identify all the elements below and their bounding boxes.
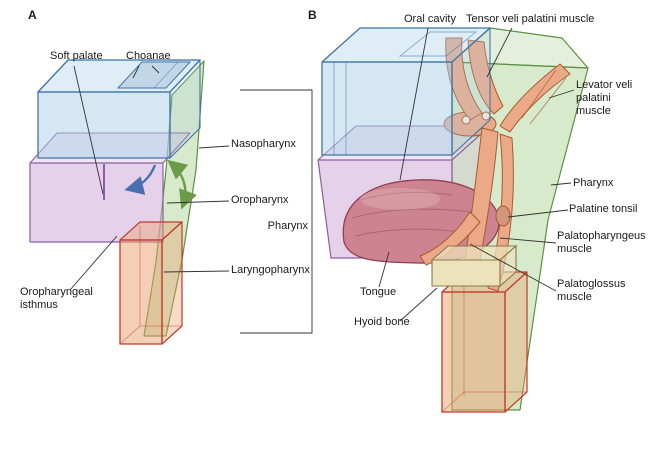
palatine-tonsil-shape	[495, 205, 511, 227]
label-oropharynx: Oropharynx	[231, 194, 289, 206]
tongue-striation-1	[359, 191, 453, 201]
laryngopharynx-bottom-edges	[119, 325, 182, 345]
label-soft-palate: Soft palate	[50, 50, 103, 62]
nasal-box-front	[321, 61, 453, 156]
tongue-striation-2	[351, 208, 473, 219]
palatoglossus-muscle-shape	[419, 211, 481, 266]
tendon-pulley-1	[461, 115, 471, 125]
levator-veli-palatini-muscle-shape	[499, 63, 571, 133]
label-palatopharyngeus: Palatopharyngeus muscle	[557, 230, 646, 256]
label-oropharyngeal-isthmus: Oropharyngeal isthmus	[20, 286, 93, 312]
tongue-highlight	[360, 188, 440, 210]
airflow-arrow-green	[167, 159, 198, 210]
leader-palatopharyngeus	[499, 237, 557, 244]
label-levator-veli-palatini: Levator veli palatini muscle	[576, 79, 633, 118]
leader-choanae-right	[151, 65, 160, 74]
label-palatoglossus: Palatoglossus muscle	[557, 278, 626, 304]
leader-laryngopharynx	[163, 270, 230, 273]
larynx-column-side	[504, 271, 528, 413]
airflow-arrow-blue	[124, 164, 157, 195]
leader-soft-palate	[73, 65, 104, 195]
label-hyoid-bone: Hyoid bone	[354, 316, 410, 328]
choanae-divider	[153, 61, 179, 89]
label-choanae: Choanae	[126, 50, 171, 62]
leader-levator	[548, 89, 575, 99]
label-pharynx-a: Pharynx	[267, 220, 308, 232]
leader-nasopharynx	[198, 145, 230, 149]
label-tensor-veli-palatini: Tensor veli palatini muscle	[466, 13, 595, 25]
panel-a-tag: A	[28, 8, 37, 22]
larynx-column-bottom-edges	[441, 391, 527, 413]
laryngopharynx-box-front	[119, 239, 163, 345]
leader-choanae-left	[132, 65, 140, 79]
hyoid-bone-front	[431, 259, 501, 287]
leader-oral-cavity	[399, 27, 429, 181]
label-tongue: Tongue	[360, 286, 397, 298]
leader-oropharyngeal-isthmus	[69, 235, 118, 291]
nasopharynx-box-front	[37, 91, 171, 159]
panel-b-diagram	[317, 27, 589, 413]
label-oral-cavity: Oral cavity	[404, 13, 456, 25]
leader-palatine-tonsil	[507, 209, 569, 218]
label-palatine-tonsil: Palatine tonsil	[569, 203, 638, 215]
larynx-column-front	[441, 291, 506, 413]
leader-pharynx-b	[550, 182, 572, 186]
label-laryngopharynx: Laryngopharynx	[231, 264, 310, 276]
muscle-fiber-line-1	[521, 69, 557, 119]
pharynx-bracket	[240, 89, 313, 334]
choanae-openings-b	[398, 31, 478, 57]
pharyngeal-strand-shape	[487, 133, 514, 292]
leader-tongue	[378, 251, 390, 288]
tensor-veli-palatini-muscle-shape-2	[467, 39, 504, 115]
muscle-fiber-line-2	[529, 77, 567, 125]
leader-palatoglossus	[469, 243, 557, 292]
label-nasopharynx: Nasopharynx	[231, 138, 296, 150]
leader-oropharynx	[166, 200, 230, 204]
leader-hyoid	[399, 287, 438, 322]
panel-b-tag: B	[308, 8, 317, 22]
panel-a-diagram	[29, 59, 313, 345]
label-pharynx-b: Pharynx	[573, 177, 614, 189]
leader-tensor	[486, 27, 513, 78]
